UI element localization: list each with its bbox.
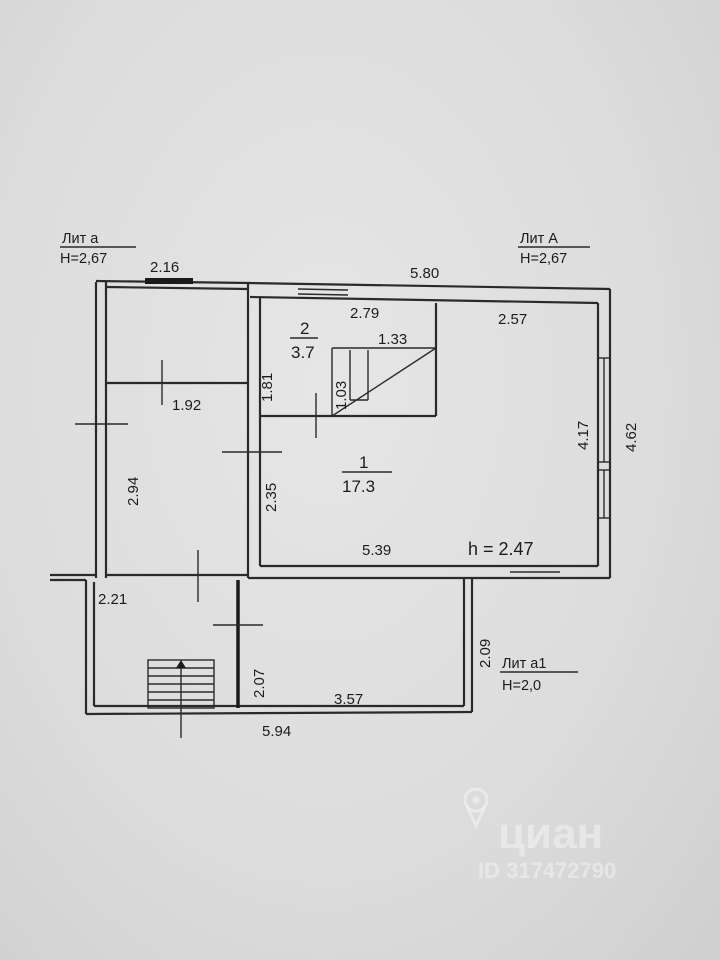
dim-main-left-height: 2.35	[263, 483, 280, 512]
walls	[50, 279, 612, 716]
dim-porch-height: 2.07	[251, 669, 268, 698]
watermark-brand: циан	[498, 809, 603, 858]
window-left-top	[145, 278, 193, 284]
watermark-id: ID 317472790	[478, 858, 616, 883]
window-top-main	[297, 288, 349, 291]
label-lit-a-small: Лит а	[62, 231, 99, 247]
location-pin-icon	[463, 787, 489, 830]
room2-number: 2	[300, 319, 309, 338]
label-lit-a1-h: H=2,0	[502, 678, 541, 694]
stairs	[147, 659, 215, 709]
dim-room2-inner-height: 1.03	[333, 381, 350, 410]
dim-porch-width: 2.21	[98, 591, 127, 608]
dim-annex-width: 3.57	[334, 691, 363, 708]
label-lit-A-h: H=2,67	[520, 251, 567, 267]
room-labels: 2 3.7 1 17.3	[290, 319, 392, 496]
room1-area: 17.3	[342, 477, 375, 496]
room2-area: 3.7	[291, 343, 315, 362]
dim-annex-height: 2.09	[477, 639, 494, 668]
windows	[145, 278, 611, 573]
label-lit-a-small-h: H=2,67	[60, 251, 107, 267]
dim-main-top-right: 2.57	[498, 311, 527, 328]
dim-ceiling-height: h = 2.47	[468, 539, 534, 559]
dim-top-main-width: 5.80	[410, 265, 439, 282]
dim-room2-inner: 1.33	[378, 331, 407, 348]
dim-bottom-total-width: 5.94	[262, 723, 291, 740]
lit-labels: Лит а H=2,67 Лит А H=2,67 Лит а1 H=2,0	[60, 231, 590, 694]
label-lit-A: Лит А	[520, 231, 558, 247]
dim-top-left-width: 2.16	[150, 259, 179, 276]
dim-main-inner-height: 4.17	[575, 421, 592, 450]
dim-left-room-height: 2.94	[125, 477, 142, 506]
dimension-labels: 2.16 5.80 2.79 1.33 2.57 1.92 5.39 h = 2…	[98, 259, 640, 740]
dim-left-room-width: 1.92	[172, 397, 201, 414]
watermark: циан ID 317472790	[463, 787, 616, 883]
room1-number: 1	[359, 453, 368, 472]
label-lit-a1: Лит а1	[502, 656, 546, 672]
dim-main-outer-height: 4.62	[623, 423, 640, 452]
door-marks	[75, 360, 317, 738]
dim-room2-top: 2.79	[350, 305, 379, 322]
dim-main-bottom-width: 5.39	[362, 542, 391, 559]
dim-room2-height: 1.81	[259, 373, 276, 402]
